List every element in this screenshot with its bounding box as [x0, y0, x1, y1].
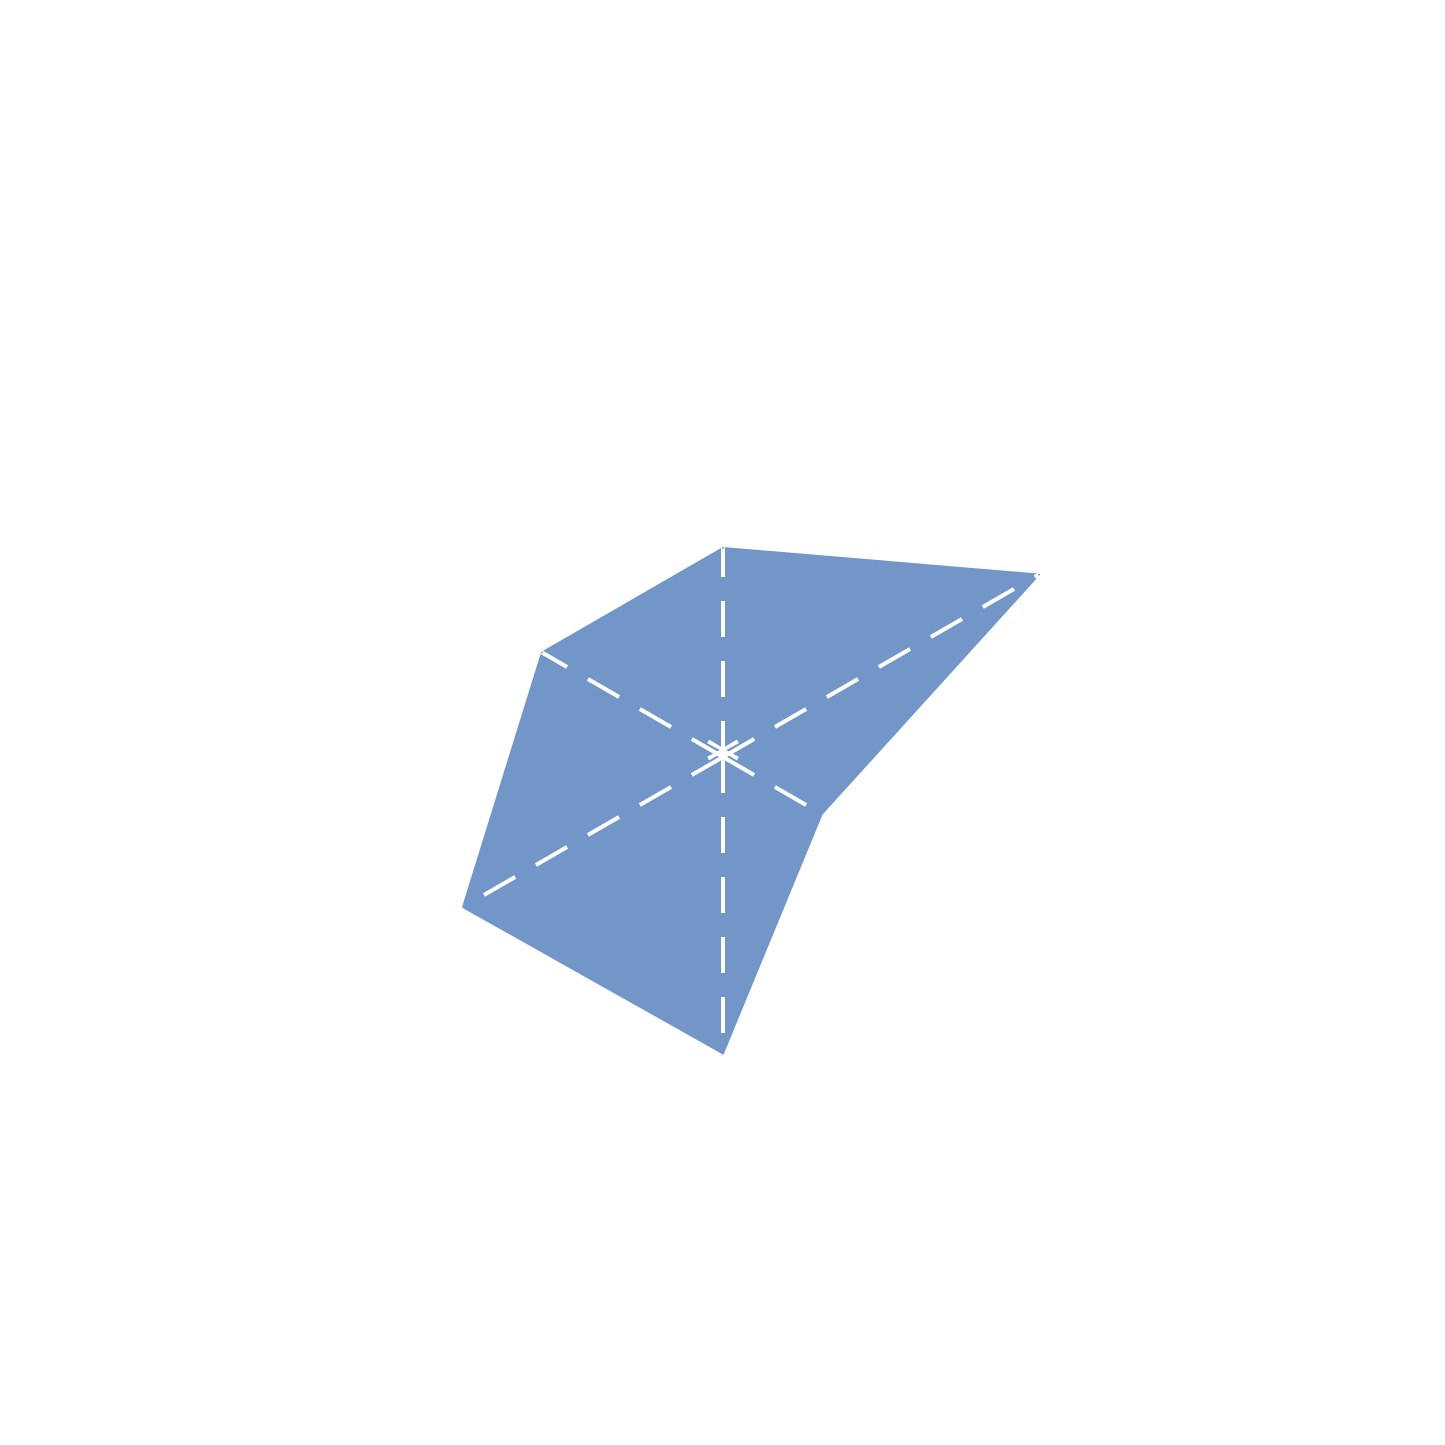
radar-axis-a3: [721, 755, 1054, 949]
radar-point-a5: [462, 906, 465, 909]
radar-point-a2: [1037, 573, 1040, 576]
radar-point-a1: [722, 547, 724, 549]
radar-axis-a6: [392, 565, 724, 759]
radar-point-a3: [820, 813, 823, 815]
radar-axis-a2: [721, 565, 1054, 759]
radar-point-a4: [722, 1052, 724, 1055]
center-marker: *: [705, 720, 741, 804]
radar-axis-a5: [392, 755, 724, 949]
radar-point-a6: [541, 651, 544, 654]
